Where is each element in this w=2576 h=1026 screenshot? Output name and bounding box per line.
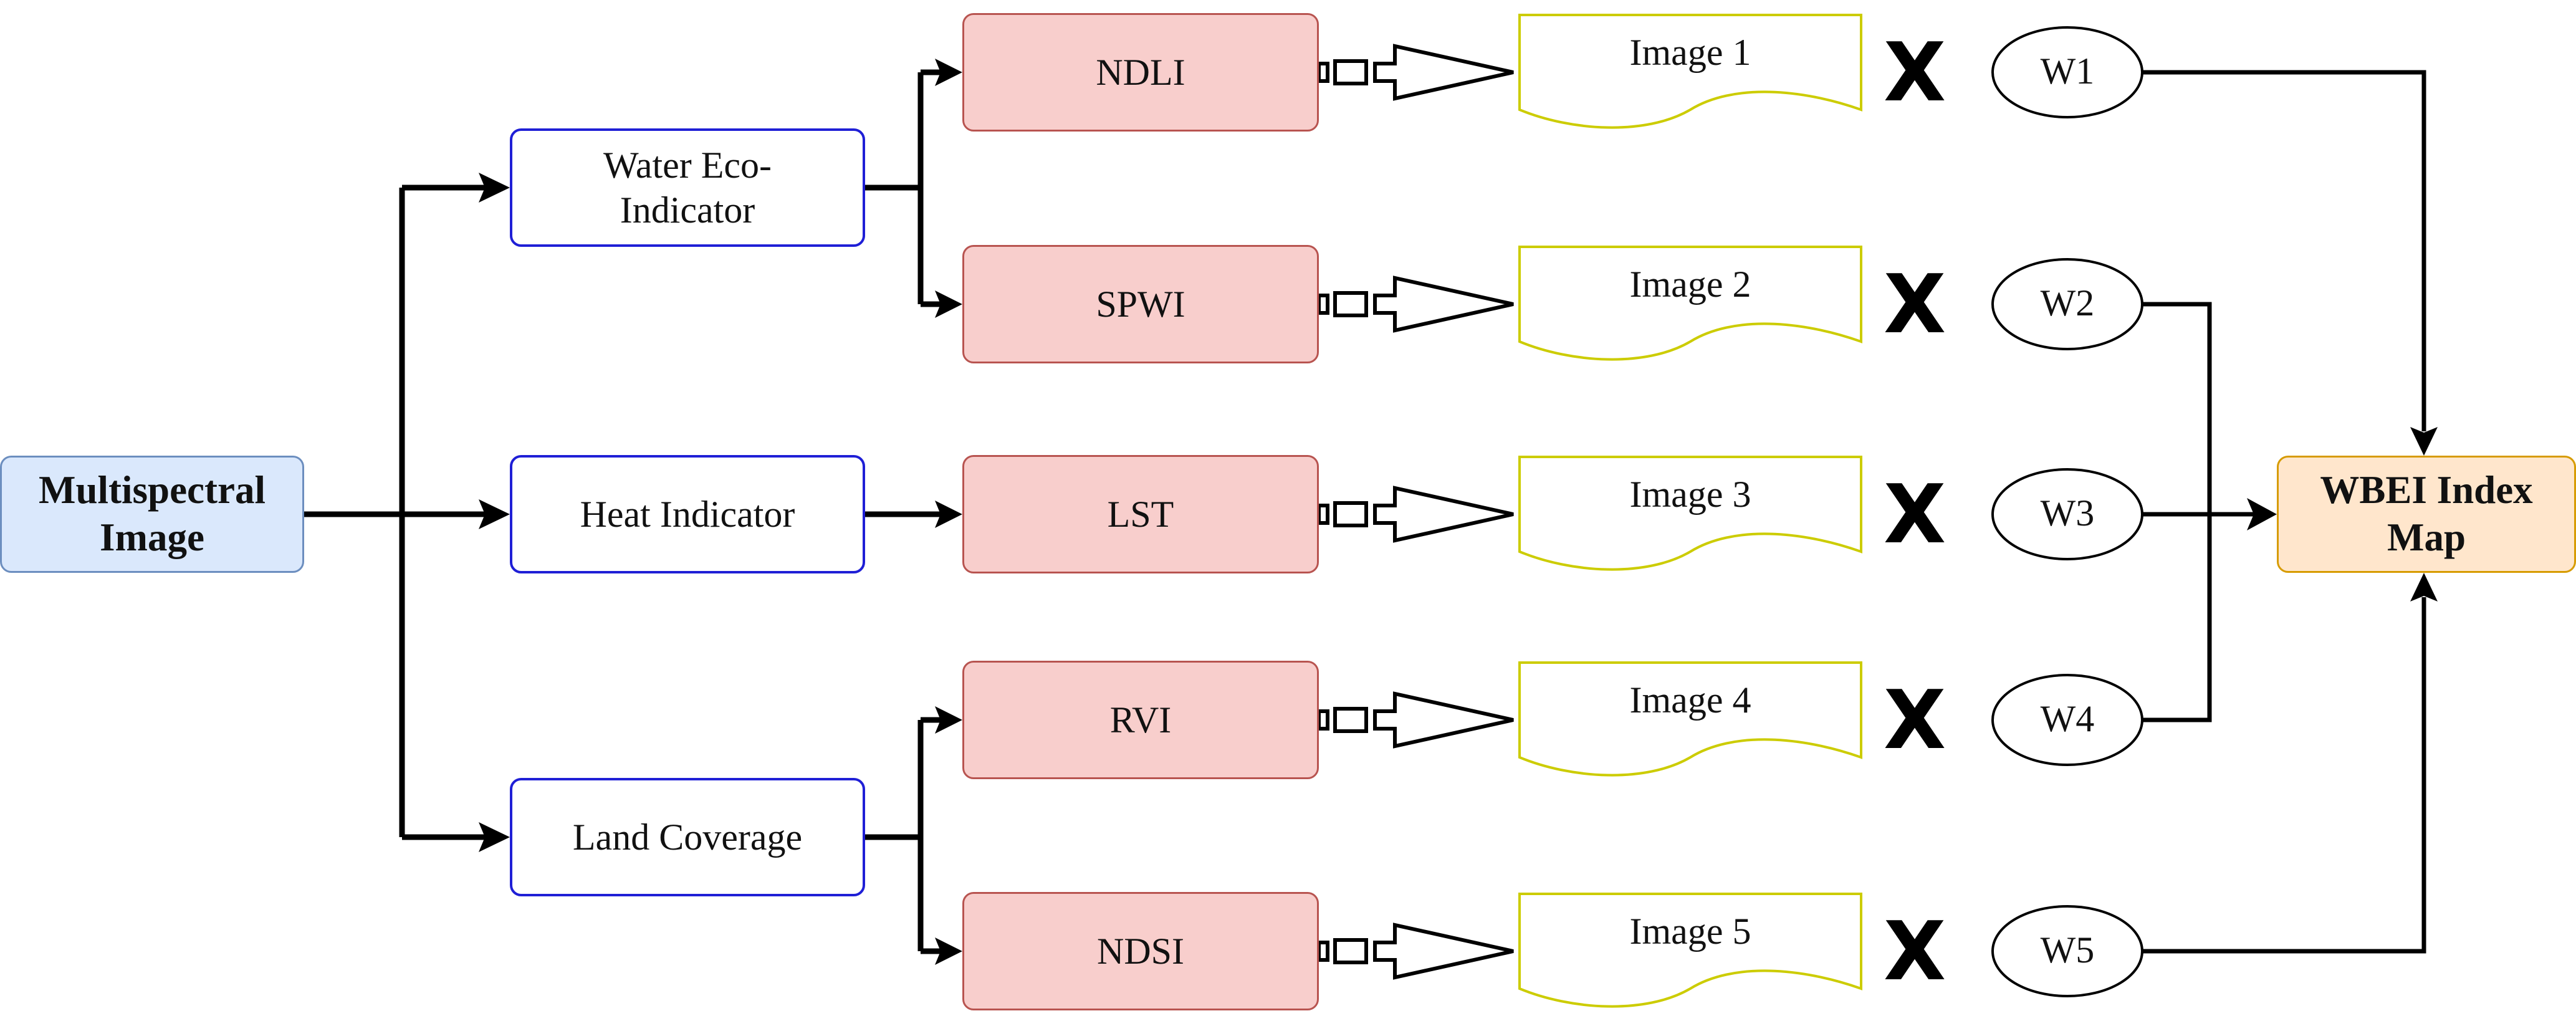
- source-connectors: [304, 185, 496, 840]
- multiply-symbol-1: X: [1884, 25, 1946, 120]
- water-eco-indicator-node: Water Eco- Indicator: [510, 128, 865, 247]
- w5-label: W5: [2040, 929, 2095, 971]
- document-shape-layer: [1518, 14, 1862, 1008]
- w3-label: W3: [2040, 492, 2095, 534]
- w1-line: [2142, 70, 2426, 431]
- ndli-box: NDLI: [962, 13, 1319, 132]
- block-arrow-stub-b: [1333, 501, 1368, 527]
- multiply-symbol-4: X: [1884, 673, 1946, 767]
- weight-connectors: [2142, 70, 2426, 954]
- multiply-symbol-5: X: [1884, 904, 1946, 999]
- block-arrow-3: [1317, 486, 1514, 543]
- land-coverage-node: Land Coverage: [510, 778, 865, 896]
- w3-ellipse: [1991, 468, 2143, 560]
- wbei-index-map-node: WBEI Index Map: [2277, 456, 2576, 573]
- block-arrow-stub-a: [1317, 294, 1329, 315]
- heat-indicator-node: Heat Indicator: [510, 455, 865, 573]
- lst-label: LST: [1107, 494, 1174, 535]
- w2-ellipse: [1991, 258, 2143, 350]
- weight-arrowheads: [2247, 427, 2438, 602]
- block-arrow-5: [1317, 923, 1514, 980]
- ndsi-box: NDSI: [962, 892, 1319, 1010]
- block-arrow-head: [1373, 276, 1514, 333]
- block-arrow-stub-a: [1317, 504, 1329, 525]
- block-arrow-1: [1317, 44, 1514, 101]
- block-arrow-stub-a: [1317, 62, 1329, 83]
- indicator-connectors: [865, 69, 949, 954]
- block-arrow-layer: [1317, 44, 1514, 980]
- ndli-label: NDLI: [1096, 52, 1185, 93]
- wbei-index-map-line1: WBEI Index: [2320, 468, 2533, 512]
- spwi-box: SPWI: [962, 245, 1319, 363]
- block-arrow-stub-b: [1333, 59, 1368, 85]
- block-arrow-head: [1373, 44, 1514, 101]
- image-5-document-shape: [1518, 893, 1862, 1008]
- rvi-box: RVI: [962, 661, 1319, 779]
- heat-indicator-label: Heat Indicator: [580, 494, 795, 535]
- block-arrow-stub-a: [1317, 941, 1329, 962]
- w1-label: W1: [2040, 50, 2095, 92]
- w2-label: W2: [2040, 282, 2095, 324]
- indicator-arrowheads: [935, 59, 962, 965]
- block-arrow-stub-b: [1333, 707, 1368, 733]
- ndsi-label: NDSI: [1096, 931, 1184, 972]
- spwi-label: SPWI: [1096, 284, 1185, 325]
- water-eco-indicator-line2: Indicator: [620, 189, 755, 231]
- multispectral-image-line1: Multispectral: [39, 468, 266, 512]
- w5-ellipse: [1991, 905, 2143, 997]
- multispectral-image-node: Multispectral Image: [0, 456, 304, 573]
- weight-ellipse-layer: [1991, 26, 2143, 997]
- land-coverage-label: Land Coverage: [572, 817, 803, 858]
- block-arrow-head: [1373, 486, 1514, 543]
- multispectral-image-line2: Image: [100, 515, 204, 559]
- w4-ellipse: [1991, 674, 2143, 766]
- multiply-symbol-3: X: [1884, 467, 1946, 562]
- lst-box: LST: [962, 455, 1319, 573]
- water-eco-indicator-line1: Water Eco-: [603, 145, 772, 186]
- image-3-document-shape: [1518, 456, 1862, 571]
- wbei-index-map-line2: Map: [2387, 515, 2466, 559]
- image-1-document-shape: [1518, 14, 1862, 129]
- image-2-document-shape: [1518, 246, 1862, 361]
- w4-label: W4: [2040, 698, 2095, 739]
- multiply-symbol-2: X: [1884, 257, 1946, 352]
- block-arrow-stub-b: [1333, 938, 1368, 964]
- block-arrow-stub-a: [1317, 709, 1329, 731]
- source-arrowheads: [479, 173, 510, 852]
- image-1-label: Image 1: [1629, 32, 1751, 73]
- image-4-document-shape: [1518, 661, 1862, 777]
- w5-line: [2142, 597, 2426, 954]
- block-arrow-stub-b: [1333, 291, 1368, 317]
- image-2-label: Image 2: [1629, 264, 1751, 305]
- block-arrow-head: [1373, 691, 1514, 749]
- image-3-label: Image 3: [1629, 474, 1751, 515]
- block-arrow-2: [1317, 276, 1514, 333]
- w1-ellipse: [1991, 26, 2143, 118]
- image-5-label: Image 5: [1629, 911, 1751, 952]
- image-4-label: Image 4: [1629, 679, 1751, 721]
- block-arrow-4: [1317, 691, 1514, 749]
- rvi-label: RVI: [1109, 699, 1172, 741]
- block-arrow-head: [1373, 923, 1514, 980]
